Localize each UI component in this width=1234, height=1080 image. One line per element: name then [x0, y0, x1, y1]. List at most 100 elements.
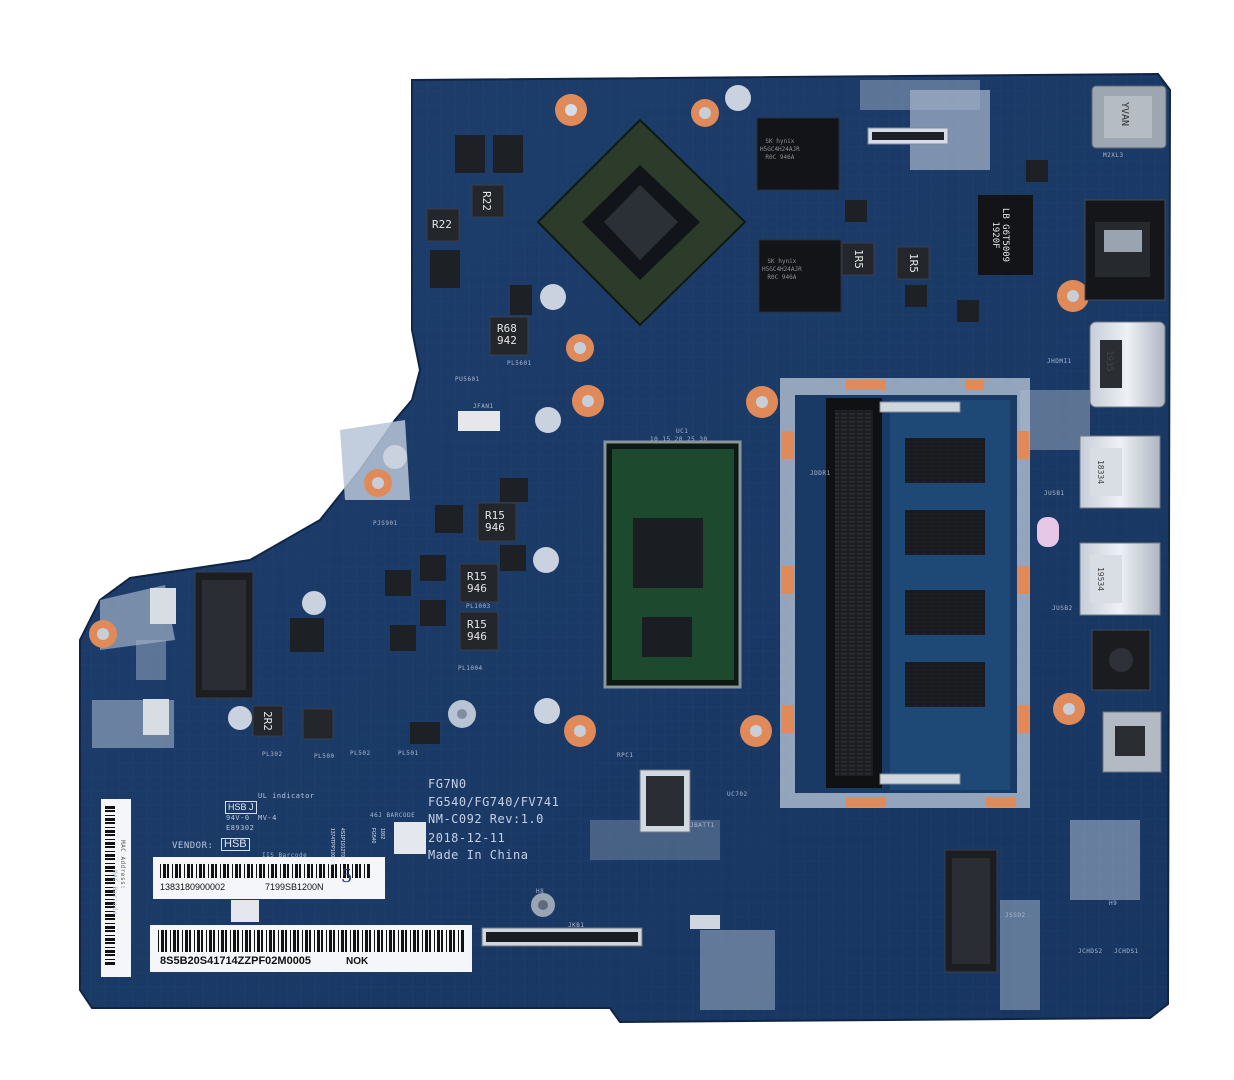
barcode-bar: [225, 930, 227, 952]
barcode-bar: [105, 851, 115, 852]
ref-jbatt1: JBATT1: [690, 822, 715, 829]
inductor-r22-b: R22: [432, 218, 452, 231]
pcb-silver-zones: [92, 80, 1140, 1010]
barcode-bar: [341, 930, 344, 952]
usb-a2-mark: 19534: [1096, 566, 1106, 592]
ref-pjs901: PJS901: [373, 520, 398, 527]
barcode-bar: [105, 870, 115, 872]
ref-jusb2: JUSB2: [1052, 605, 1073, 612]
barcode-bar: [389, 930, 392, 952]
ethernet-port: [1084, 199, 1166, 301]
ref-pl500: PL500: [314, 753, 335, 760]
inductor-1r5-a: 1R5: [851, 249, 865, 269]
barcode-bar: [239, 864, 241, 878]
barcode-bar: [105, 890, 115, 893]
barcode-bar: [105, 935, 115, 936]
barcode-bar: [257, 930, 260, 952]
barcode-bar: [259, 864, 262, 878]
barcode-bar: [206, 930, 207, 952]
barcode-bar: [263, 864, 265, 878]
barcode-bar: [311, 864, 313, 878]
board-date: 2018-12-11: [428, 831, 506, 845]
barcode-bar: [213, 930, 215, 952]
dc-jack: [1091, 85, 1167, 149]
barcode-bar: [105, 902, 115, 905]
barcode-bar: [105, 822, 115, 824]
barcode-bar: [249, 930, 251, 952]
barcode-bar: [386, 930, 387, 952]
barcode-bar: [269, 930, 272, 952]
barcode-bar: [266, 930, 267, 952]
barcode-bar: [175, 864, 178, 878]
barcode-bar: [105, 911, 115, 912]
smd-components: [143, 135, 1059, 947]
dc-jack-mark: YVAN: [1119, 101, 1131, 127]
barcode-bar: [429, 930, 431, 952]
sticker-part-number: 8S5B20S41714ZZPF02M0005: [160, 955, 312, 967]
small-label-line2: 4S1P1912T0A: [339, 828, 345, 861]
board-origin: Made In China: [428, 848, 529, 862]
barcode-bar: [105, 930, 115, 932]
barcode-bar: [365, 930, 368, 952]
barcode-bar: [317, 930, 320, 952]
vram-chips: [756, 117, 842, 313]
barcode-bar: [321, 930, 323, 952]
barcode-bar: [105, 923, 115, 924]
barcode-bar: [340, 864, 341, 878]
barcode-bar: [196, 864, 197, 878]
barcode-bar: [328, 864, 329, 878]
vram-1-mark: SK hynix H5GC4H24AJR R0C 946A: [760, 138, 800, 161]
barcode-bar: [302, 930, 303, 952]
sticker-serial-left: 1383180900002: [160, 882, 226, 892]
barcode-bar: [345, 930, 347, 952]
barcode-bar: [105, 942, 115, 944]
barcode-bar: [256, 864, 257, 878]
barcode-bar: [347, 864, 349, 878]
barcode-bar: [446, 930, 447, 952]
inductor-2r2: 2R2: [260, 711, 274, 731]
inductor-r68: R68 942: [497, 322, 517, 347]
inductor-r15-b: R15 946: [467, 570, 487, 595]
card-reader: [1102, 711, 1162, 773]
ref-pu5601: PU5601: [455, 376, 480, 383]
inductor-r22-a: R22: [479, 191, 493, 211]
fpc-connector-top: [867, 127, 949, 145]
test-pads: [228, 85, 751, 730]
ref-jhdmi1: JHDMI1: [1047, 358, 1072, 365]
barcode-bar: [105, 962, 115, 965]
barcode-46j-label: 46J BARCODE: [370, 812, 416, 819]
mac-address-label: MAC Address:: [119, 840, 126, 890]
barcode-bar: [105, 858, 115, 860]
lan-transformer-mark: LB G6T5009 1920F: [990, 207, 1011, 263]
barcode-bottom: [158, 930, 464, 952]
barcode-bar: [173, 930, 176, 952]
barcode-bar: [357, 930, 359, 952]
barcode-bar: [201, 930, 203, 952]
lan-transformer: [978, 195, 1033, 275]
barcode-bar: [377, 930, 380, 952]
barcode-bar: [242, 930, 243, 952]
barcode-bar: [353, 930, 356, 952]
board-model-line-3: NM-C092 Rev:1.0: [428, 812, 544, 826]
ref-h8: H8: [536, 888, 545, 895]
usb-a1-mark: 18334: [1096, 459, 1106, 485]
barcode-bar: [218, 930, 219, 952]
barcode-bar: [401, 930, 404, 952]
barcode-bar: [381, 930, 383, 952]
ref-uc702: UC702: [727, 791, 748, 798]
barcode-bar: [208, 864, 209, 878]
barcode-bar: [335, 864, 337, 878]
barcode-bar: [434, 930, 435, 952]
barcode-bar: [197, 930, 200, 952]
barcode-bar: [105, 887, 115, 888]
barcode-bar: [105, 863, 115, 864]
barcode-bar: [237, 930, 239, 952]
barcode-bar: [319, 864, 322, 878]
barcode-bar: [367, 864, 370, 878]
board-model-line-2: FG540/FG740/FV741: [428, 795, 560, 809]
barcode-bar: [105, 926, 115, 929]
barcode-bar: [309, 930, 311, 952]
barcode-top: [160, 864, 370, 878]
barcode-bar: [105, 954, 115, 956]
